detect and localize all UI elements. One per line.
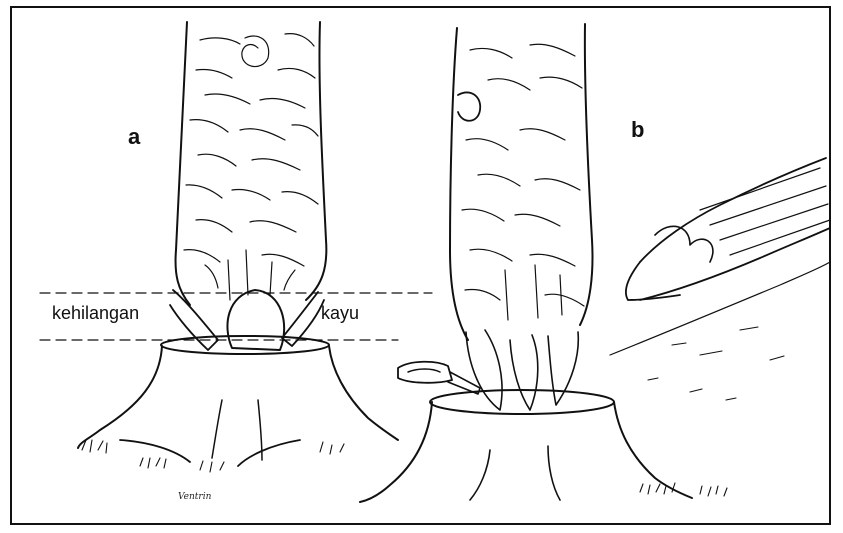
wood-loss-label-left: kehilangan	[52, 303, 139, 324]
tree-b	[360, 24, 727, 502]
felled-log	[610, 158, 830, 400]
artist-signature: Ventrin	[178, 492, 211, 502]
panel-label-b: b	[631, 117, 644, 143]
tree-a	[78, 22, 398, 472]
panel-label-a: a	[128, 124, 140, 150]
wood-loss-label-right: kayu	[321, 303, 359, 324]
